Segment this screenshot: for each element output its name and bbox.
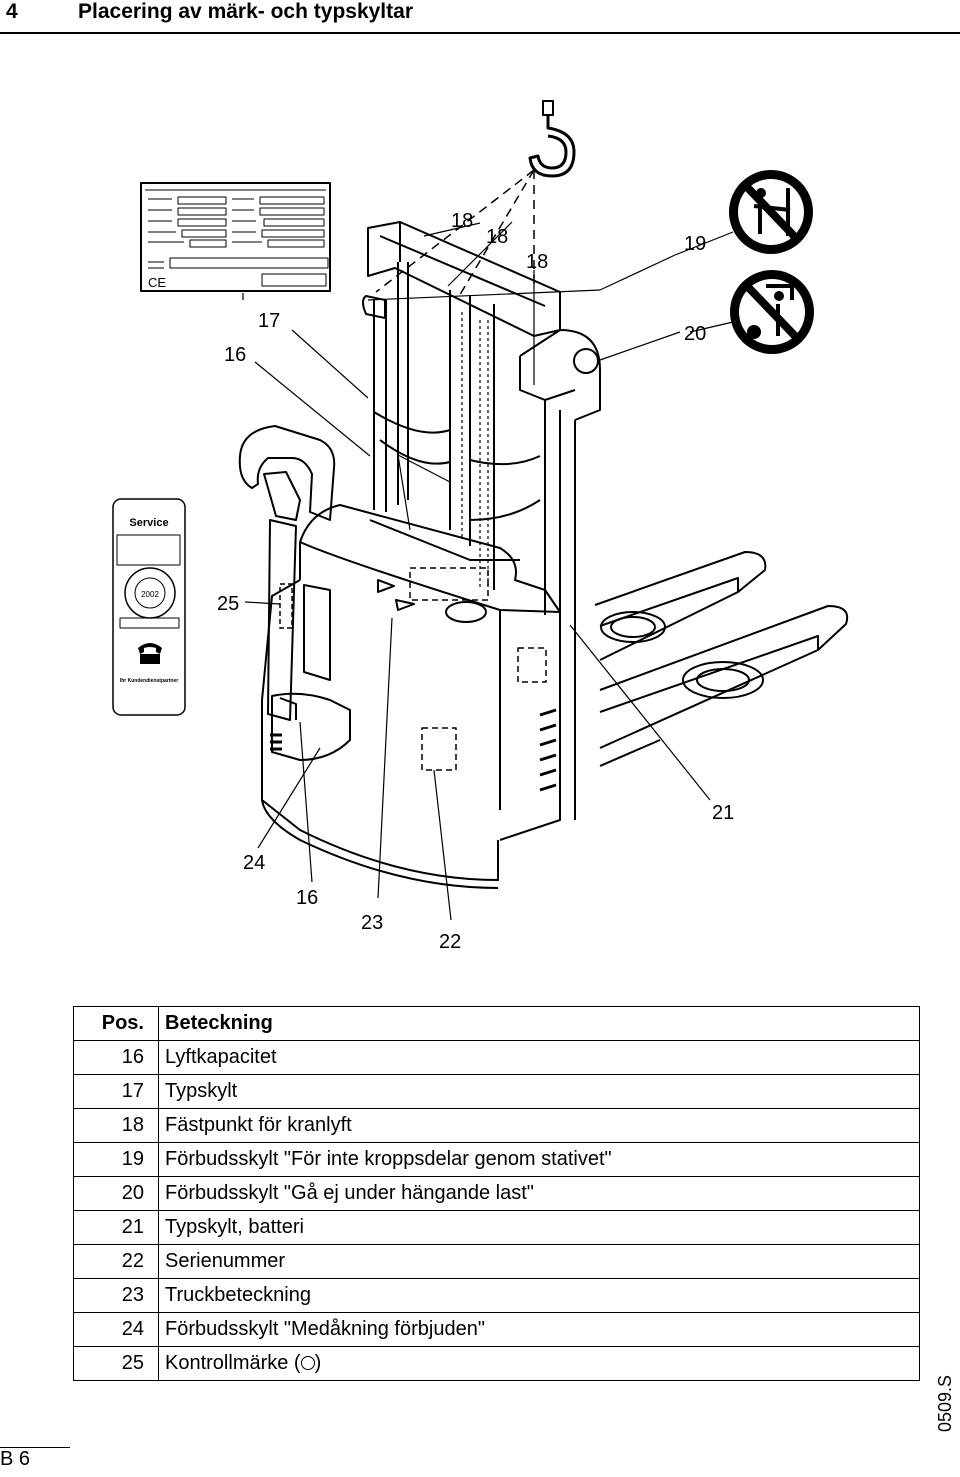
callout-24: 24 — [243, 852, 265, 874]
truck-illustration: CE Service 2002 — [112, 100, 849, 953]
legend-row: 16 Lyftkapacitet — [73, 1040, 920, 1075]
legend-row: 21 Typskylt, batteri — [73, 1210, 920, 1245]
legend-label: Serienummer — [158, 1244, 920, 1279]
legend-label: Lyftkapacitet — [158, 1040, 920, 1075]
callout-18-c: 18 — [526, 251, 548, 273]
legend-label: Truckbeteckning — [158, 1278, 920, 1313]
service-sticker: Service 2002 Ihr Kundendienstpartner — [112, 498, 186, 716]
section-number: 4 — [6, 0, 18, 23]
callout-22: 22 — [439, 931, 461, 953]
legend-pos: 16 — [73, 1040, 159, 1075]
section-title: Placering av märk- och typskyltar — [78, 0, 413, 23]
legend-row: 18 Fästpunkt för kranlyft — [73, 1108, 920, 1143]
truck-body — [261, 504, 561, 889]
ce-mark: CE — [148, 275, 166, 290]
callout-19: 19 — [684, 233, 706, 255]
service-title: Service — [129, 517, 168, 529]
header-rule — [0, 32, 960, 34]
callout-leaders — [242, 221, 734, 921]
callout-17: 17 — [258, 310, 280, 332]
sign-no-reaching-through-icon — [729, 170, 813, 254]
service-year: 2002 — [141, 590, 159, 599]
legend-label: Kontrollmärke ( — [165, 1352, 301, 1374]
type-plate: CE — [140, 182, 331, 292]
page-number: B 6 — [0, 1448, 31, 1470]
sign-no-standing-under-load-icon — [730, 270, 814, 354]
callout-23: 23 — [361, 912, 383, 934]
legend-pos: 18 — [73, 1108, 159, 1143]
legend-pos: 21 — [73, 1210, 159, 1245]
callout-16-bottom: 16 — [296, 887, 318, 909]
crane-hook-icon — [528, 100, 576, 178]
legend-row: 24 Förbudsskylt "Medåkning förbjuden" — [73, 1312, 920, 1347]
legend-label: Typskylt, batteri — [158, 1210, 920, 1245]
callout-16-top: 16 — [224, 344, 246, 366]
legend-header-row: Pos. Beteckning — [73, 1006, 920, 1041]
legend-label: Förbudsskylt "Gå ej under hängande last" — [158, 1176, 920, 1211]
legend-row: 23 Truckbeteckning — [73, 1278, 920, 1313]
callout-18-a: 18 — [451, 210, 473, 232]
telephone-icon — [138, 643, 162, 664]
document-code: 0509.S — [935, 1374, 955, 1432]
legend-row: 22 Serienummer — [73, 1244, 920, 1279]
legend-label: Fästpunkt för kranlyft — [158, 1108, 920, 1143]
legend-pos: 25 — [73, 1346, 159, 1381]
legend-header-label: Beteckning — [158, 1006, 920, 1041]
legend-label: Typskylt — [158, 1074, 920, 1109]
forks — [594, 551, 849, 767]
service-footer: Ihr Kundendienstpartner — [120, 678, 178, 684]
legend-row: 25 Kontrollmärke () — [73, 1346, 920, 1381]
legend-header-pos: Pos. — [73, 1006, 159, 1041]
legend-label: Förbudsskylt "För inte kroppsdelar genom… — [158, 1142, 920, 1177]
legend-pos: 22 — [73, 1244, 159, 1279]
callout-25: 25 — [217, 593, 239, 615]
legend-label: Förbudsskylt "Medåkning förbjuden" — [158, 1312, 920, 1347]
callout-20: 20 — [684, 323, 706, 345]
legend-pos: 24 — [73, 1312, 159, 1347]
callout-18-b: 18 — [486, 226, 508, 248]
legend-pos: 23 — [73, 1278, 159, 1313]
page-number-rule — [0, 1447, 70, 1448]
legend-pos: 20 — [73, 1176, 159, 1211]
legend-row: 20 Förbudsskylt "Gå ej under hängande la… — [73, 1176, 920, 1211]
tiller-handle — [238, 425, 336, 721]
legend-row: 17 Typskylt — [73, 1074, 920, 1109]
legend-pos: 17 — [73, 1074, 159, 1109]
legend-pos: 19 — [73, 1142, 159, 1177]
circle-symbol-icon — [300, 1356, 315, 1370]
legend-label-end: ) — [314, 1352, 322, 1374]
legend-table: Pos. Beteckning 16 Lyftkapacitet 17 Typs… — [73, 1006, 920, 1381]
callout-21: 21 — [712, 802, 734, 824]
legend-label-with-symbol: Kontrollmärke () — [158, 1346, 920, 1381]
legend-row: 19 Förbudsskylt "För inte kroppsdelar ge… — [73, 1142, 920, 1177]
